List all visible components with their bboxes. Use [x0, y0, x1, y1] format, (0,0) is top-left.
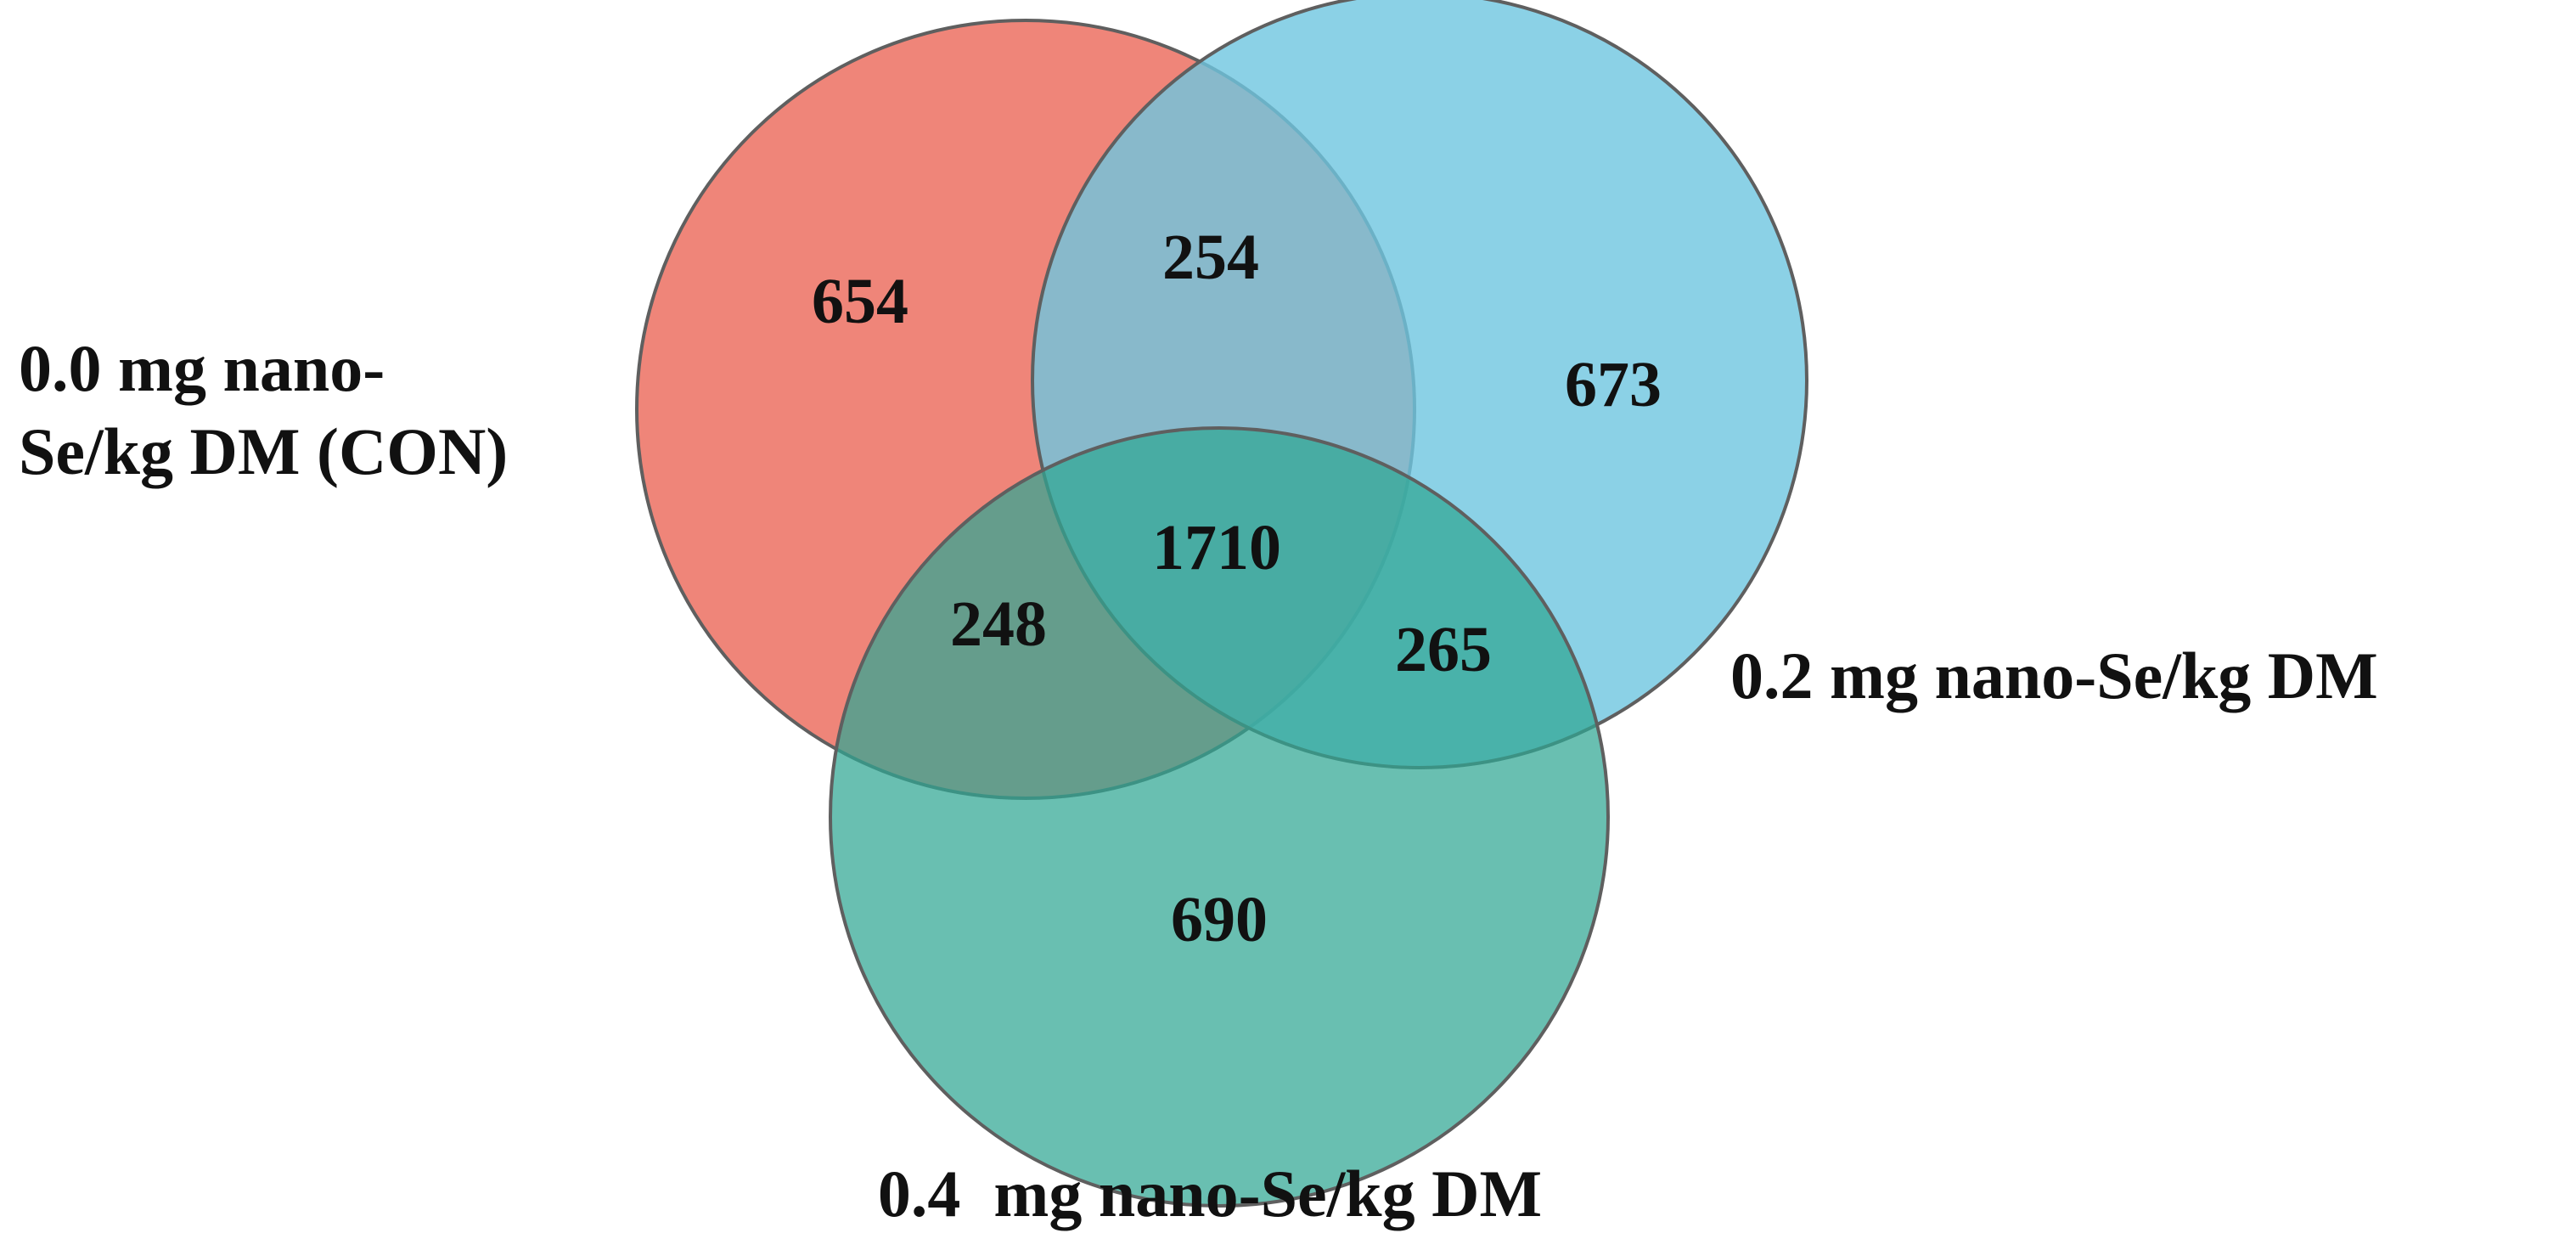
count-0-4-only: 690 [1171, 884, 1268, 955]
label-0-4: 0.4 mg nano-Se/kg DM [878, 1157, 1542, 1230]
label-con-line-1: 0.0 mg nano- [19, 331, 385, 405]
count-0-2-and-0-4: 265 [1395, 614, 1492, 685]
count-all-three: 1710 [1152, 512, 1281, 583]
label-0-2: 0.2 mg nano-Se/kg DM [1730, 639, 2378, 712]
count-con-and-0-2: 254 [1162, 222, 1259, 293]
count-con-and-0-4: 248 [950, 588, 1047, 660]
label-con: 0.0 mg nano- Se/kg DM (CON) [19, 331, 508, 488]
set-circle-0-4 [829, 426, 1610, 1208]
count-0-2-only: 673 [1565, 349, 1662, 420]
label-con-line-2: Se/kg DM (CON) [19, 414, 508, 488]
count-con-only: 654 [812, 266, 908, 337]
